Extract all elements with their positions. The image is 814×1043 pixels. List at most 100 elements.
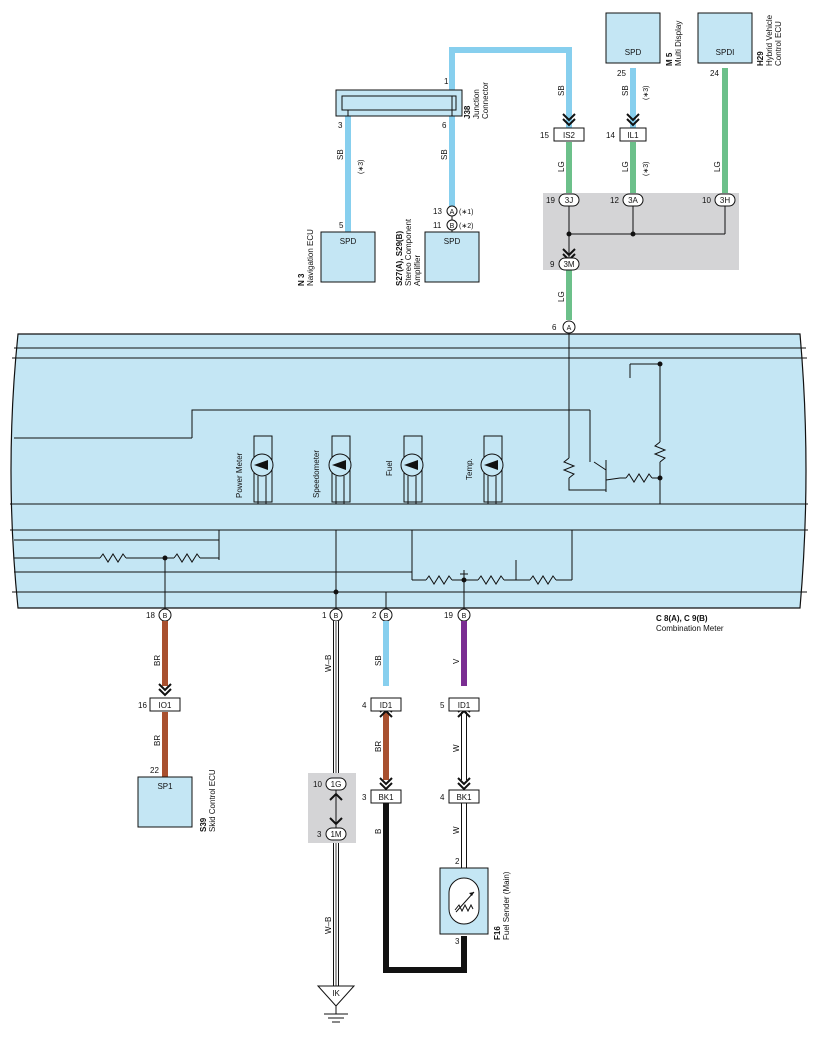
c8-code: C 8(A), C 9(B)	[656, 614, 708, 623]
bk1-connector-1	[370, 789, 402, 804]
svg-text:18: 18	[146, 611, 155, 620]
m5-name: Multi Display	[674, 21, 683, 66]
svg-text:SB: SB	[440, 149, 449, 160]
pin-j38-6: 6	[442, 121, 447, 130]
svg-text:SB: SB	[336, 149, 345, 160]
svg-text:(∗3): (∗3)	[643, 86, 650, 100]
svg-text:LG: LG	[557, 161, 566, 172]
n3-label: SPD	[340, 237, 357, 246]
f16-name: Fuel Sender (Main)	[502, 871, 511, 940]
s27-name2: Amplifier	[413, 255, 422, 286]
svg-text:W–B: W–B	[324, 655, 333, 672]
pin-j38-3: 3	[338, 121, 343, 130]
f16-fuel-sender	[439, 867, 489, 935]
m5-multi-display-box	[605, 12, 661, 64]
svg-text:3: 3	[317, 830, 322, 839]
svg-text:9: 9	[550, 260, 555, 269]
pin-j38-1: 1	[444, 77, 449, 86]
svg-text:W: W	[452, 826, 461, 834]
h29-label: SPDI	[716, 48, 735, 57]
svg-text:2: 2	[372, 611, 377, 620]
s27-pin-b-circle	[446, 219, 458, 231]
bk1-label-1: BK1	[378, 793, 394, 802]
pin-s39-22: 22	[150, 766, 159, 775]
pin-s27-11: 11	[433, 221, 442, 230]
svg-text:B: B	[462, 613, 467, 620]
svg-text:10: 10	[702, 196, 711, 205]
pin-h29-24: 24	[710, 69, 719, 78]
s39-label: SP1	[157, 782, 173, 791]
id1-label-2: ID1	[458, 701, 471, 710]
svg-text:SB: SB	[557, 85, 566, 96]
s39-skid-ecu-box	[137, 776, 193, 828]
svg-text:19: 19	[444, 611, 453, 620]
note-1: (∗1)	[459, 209, 473, 216]
m5-label: SPD	[625, 48, 642, 57]
il1-connector	[619, 127, 647, 142]
j38-name2: Connector	[481, 82, 490, 119]
pin-s27-13: 13	[433, 207, 442, 216]
f16-code: F16	[493, 926, 502, 940]
svg-text:SB: SB	[374, 655, 383, 666]
svg-text:BR: BR	[153, 655, 162, 666]
gauge-label-power-meter: Power Meter	[235, 452, 244, 498]
pin-f16-2: 2	[455, 857, 460, 866]
h29-hybrid-ecu-box	[697, 12, 753, 64]
pin-is2-15: 15	[540, 131, 549, 140]
id1-label-1: ID1	[380, 701, 393, 710]
pin-id1-5: 5	[440, 701, 445, 710]
svg-text:LG: LG	[621, 161, 630, 172]
s27-stereo-amp-box	[424, 231, 480, 283]
svg-text:V: V	[452, 658, 461, 664]
meter-pin-a: A	[567, 325, 572, 332]
il1-label: IL1	[627, 131, 639, 140]
h29-code: H29	[756, 51, 765, 66]
svg-text:3J: 3J	[565, 196, 573, 205]
s27-label: SPD	[444, 237, 461, 246]
pin-f16-3: 3	[455, 937, 460, 946]
svg-text:3M: 3M	[563, 260, 574, 269]
pin-id1-4: 4	[362, 701, 367, 710]
junction-internal-wiring	[566, 204, 726, 258]
svg-text:LG: LG	[557, 291, 566, 302]
pin-n3-5: 5	[339, 221, 344, 230]
svg-text:LG: LG	[713, 161, 722, 172]
wire-sb-j38-is2	[449, 47, 572, 128]
s27-name1: Stereo Component	[404, 218, 413, 286]
io1-connector	[149, 697, 181, 712]
junction-1-pins: 1G 10 1M 3	[313, 777, 347, 841]
s39-code: S39	[199, 817, 208, 832]
svg-text:3A: 3A	[628, 196, 638, 205]
gauge-power-meter	[250, 435, 274, 504]
j38-code: J38	[463, 105, 472, 119]
bk1-connector-2	[448, 789, 480, 804]
s27-pin-a-circle	[446, 205, 458, 217]
svg-text:1G: 1G	[331, 780, 342, 789]
svg-text:10: 10	[313, 780, 322, 789]
c8-name: Combination Meter	[656, 624, 724, 633]
svg-text:BR: BR	[153, 735, 162, 746]
pin-bk1-4: 4	[440, 793, 445, 802]
ground-ik	[316, 985, 356, 1023]
is2-connector	[553, 127, 585, 142]
s27-code: S27(A), S29(B)	[395, 231, 404, 286]
svg-text:B: B	[384, 613, 389, 620]
svg-text:(∗3): (∗3)	[643, 162, 650, 176]
wires-top	[345, 47, 728, 320]
note-2: (∗2)	[459, 223, 473, 230]
n3-name: Navigation ECU	[306, 229, 315, 286]
h29-name2: Control ECU	[774, 21, 783, 66]
svg-text:W–B: W–B	[324, 917, 333, 934]
gauge-fuel	[400, 435, 424, 504]
s27-pin-a: A	[450, 209, 455, 216]
svg-text:19: 19	[546, 196, 555, 205]
j38-junction-connector	[335, 89, 463, 117]
svg-text:B: B	[334, 613, 339, 620]
svg-text:B: B	[374, 829, 383, 834]
s27-pin-b: B	[450, 223, 455, 230]
svg-text:12: 12	[610, 196, 619, 205]
s39-name: Skid Control ECU	[208, 769, 217, 832]
meter-bottom-pins: B 18 B 1 B 2 B 19	[146, 608, 471, 622]
svg-text:(∗3): (∗3)	[358, 160, 365, 174]
